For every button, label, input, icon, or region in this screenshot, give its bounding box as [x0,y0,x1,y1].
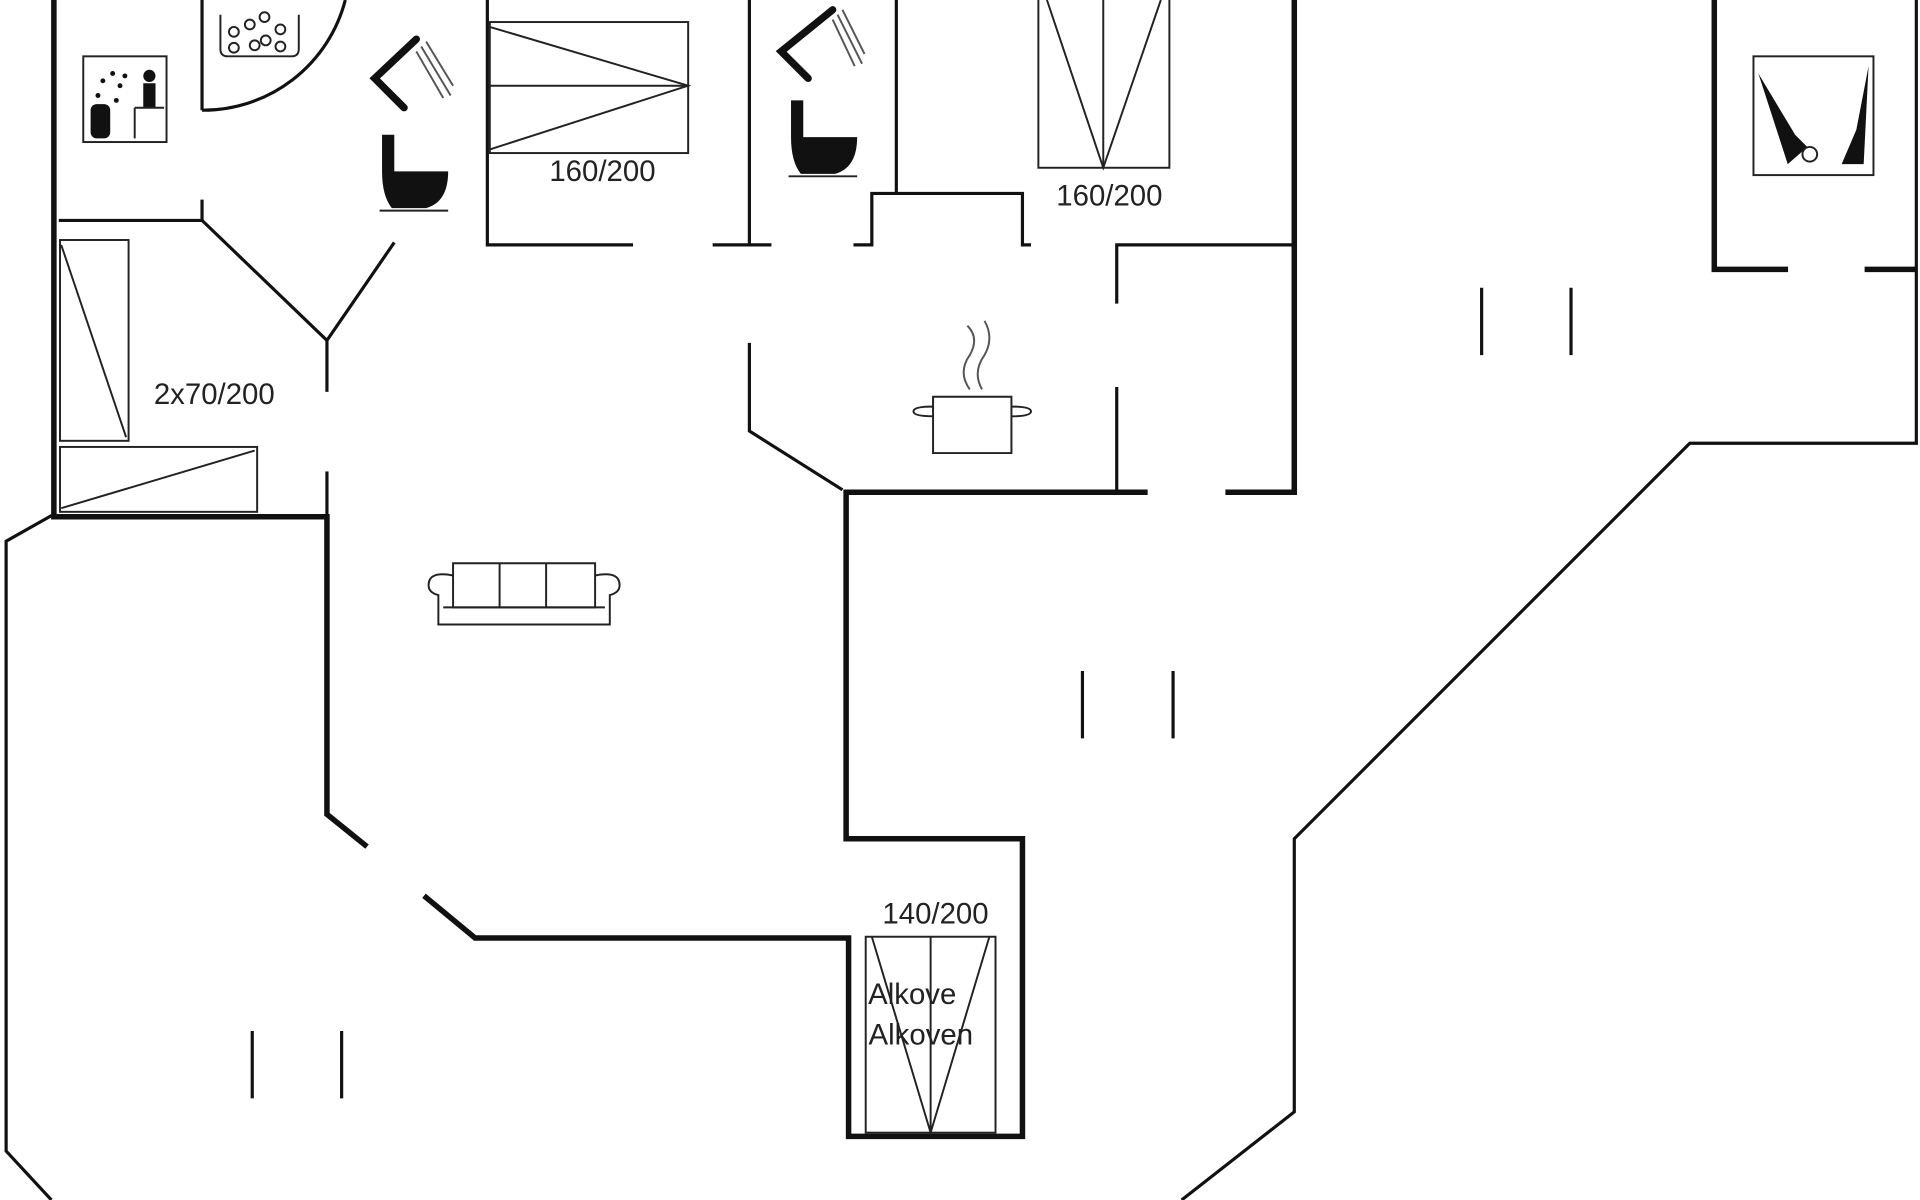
bed-size-label: 160/200 [1056,180,1162,213]
bed-2x70-200: 2x70/200 [59,239,275,513]
alcove-label: Alkove [868,978,956,1011]
shower-icon [775,6,866,83]
cleaning-utility-icon [1752,55,1875,177]
interior-walls [58,0,1292,515]
exterior-walls [51,0,1916,1140]
alcove-label-2: Alkoven [869,1018,974,1051]
toilet-icon [788,100,858,178]
toilet-icon [379,134,449,212]
bed-size-label: 140/200 [882,897,988,930]
bed-size-label: 2x70/200 [154,378,275,411]
sauna-icon [82,55,168,144]
bed-160-200-a: 160/200 [488,21,692,188]
bed-140-200-alcove: 140/200 Alkove Alkoven [864,897,997,1137]
shower-icon [369,35,454,112]
hot-tub-icon [219,11,300,58]
bed-160-200-b: 160/200 [1037,0,1171,213]
outline [4,0,1918,1200]
sofa-icon [427,562,621,626]
opening-marks [250,287,1573,1099]
cooking-pot-icon [912,320,1033,455]
bed-size-label: 160/200 [549,155,655,188]
